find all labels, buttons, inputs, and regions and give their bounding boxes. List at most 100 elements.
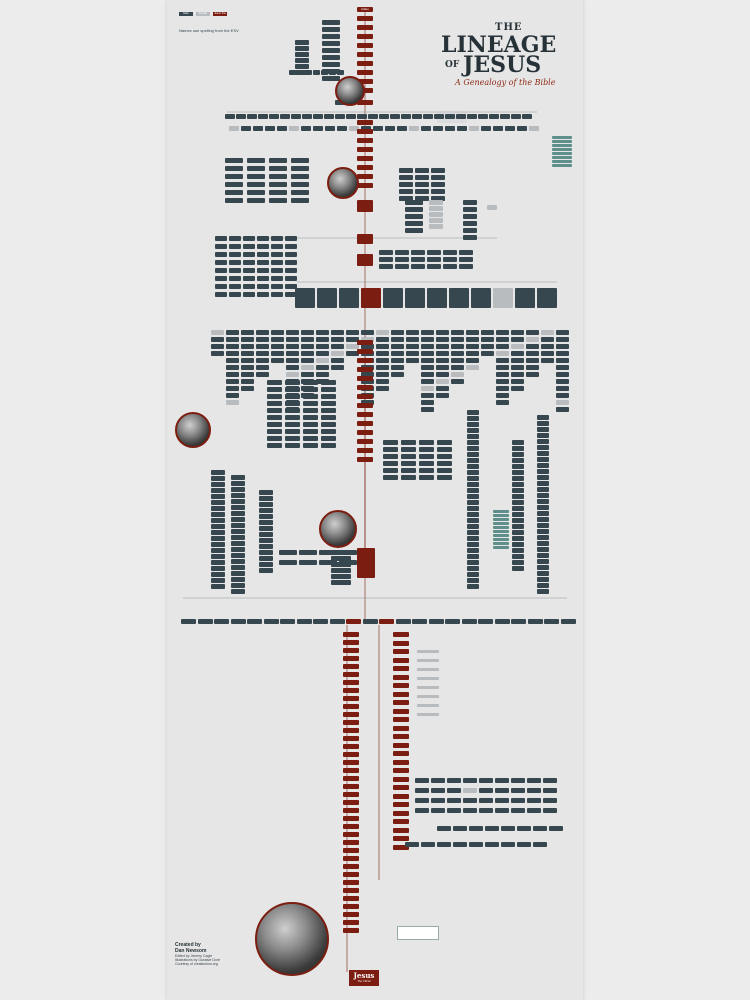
family-node — [405, 207, 423, 212]
family-node — [269, 166, 287, 171]
family-node — [211, 337, 224, 342]
family-node — [321, 429, 336, 434]
family-node — [537, 577, 549, 582]
family-node — [549, 826, 563, 831]
family-node — [512, 464, 524, 469]
family-node — [385, 126, 395, 131]
family-node — [421, 393, 434, 398]
family-node — [303, 436, 318, 441]
family-node — [496, 379, 509, 384]
family-node — [419, 454, 434, 459]
lineage-node — [343, 784, 359, 789]
family-node — [383, 440, 398, 445]
family-node — [301, 365, 314, 370]
family-node — [331, 580, 351, 585]
family-node — [501, 826, 515, 831]
family-node — [529, 126, 539, 131]
family-node — [466, 365, 479, 370]
lineage-node — [393, 725, 409, 731]
family-node — [522, 114, 532, 119]
family-node — [226, 358, 239, 363]
family-node — [211, 494, 225, 499]
family-node — [211, 578, 225, 583]
family-node — [257, 260, 269, 265]
family-node — [391, 351, 404, 356]
lineage-node — [343, 704, 359, 709]
lineage-node — [393, 759, 409, 765]
family-node — [496, 365, 509, 370]
family-node — [421, 358, 434, 363]
family-node — [526, 344, 539, 349]
family-node — [467, 554, 479, 559]
lineage-node — [357, 43, 373, 48]
family-node — [463, 228, 477, 233]
family-node — [415, 189, 429, 194]
family-node — [361, 372, 374, 377]
family-node — [415, 808, 429, 813]
family-node — [478, 114, 488, 119]
family-node — [469, 126, 479, 131]
lineage-node — [343, 848, 359, 853]
lineage-node — [357, 25, 373, 30]
family-node — [247, 114, 257, 119]
family-node — [429, 218, 443, 223]
family-node — [437, 440, 452, 445]
family-node — [368, 114, 378, 119]
lineage-node — [343, 888, 359, 893]
family-node — [512, 458, 524, 463]
family-node — [229, 126, 239, 131]
family-node — [421, 337, 434, 342]
family-node — [526, 372, 539, 377]
family-node — [211, 512, 225, 517]
family-node — [511, 386, 524, 391]
family-node — [511, 344, 524, 349]
family-node — [552, 140, 572, 143]
family-node — [361, 400, 374, 405]
family-node — [527, 808, 541, 813]
lineage-node — [357, 367, 373, 372]
family-node — [419, 440, 434, 445]
family-node — [537, 499, 549, 504]
family-node — [496, 337, 509, 342]
family-node — [419, 447, 434, 452]
family-node — [271, 358, 284, 363]
family-node — [316, 337, 329, 342]
family-node — [285, 387, 300, 392]
lineage-node — [357, 548, 375, 578]
family-node — [211, 351, 224, 356]
family-node — [511, 114, 521, 119]
family-node — [226, 379, 239, 384]
family-node — [471, 288, 491, 308]
family-node — [379, 264, 393, 269]
family-node — [412, 114, 422, 119]
family-node — [286, 372, 299, 377]
family-node — [331, 556, 351, 561]
family-node — [512, 512, 524, 517]
family-node — [259, 544, 273, 549]
family-node — [429, 200, 443, 205]
family-node — [406, 358, 419, 363]
lineage-node — [343, 896, 359, 901]
family-node — [443, 264, 457, 269]
family-node — [556, 337, 569, 342]
family-node — [399, 196, 413, 201]
family-node — [243, 252, 255, 257]
family-node — [295, 64, 309, 69]
family-node — [226, 337, 239, 342]
family-node — [231, 541, 245, 546]
family-node — [526, 337, 539, 342]
family-node — [466, 344, 479, 349]
lineage-node — [357, 147, 373, 152]
family-node — [267, 443, 282, 448]
family-node — [401, 461, 416, 466]
family-node — [399, 175, 413, 180]
family-node — [197, 619, 213, 624]
lineage-node — [357, 376, 373, 381]
family-node — [286, 351, 299, 356]
lineage-node — [357, 79, 373, 84]
family-node — [295, 288, 315, 308]
family-node — [231, 511, 245, 516]
family-node — [285, 401, 300, 406]
family-node — [512, 500, 524, 505]
family-node — [325, 126, 335, 131]
